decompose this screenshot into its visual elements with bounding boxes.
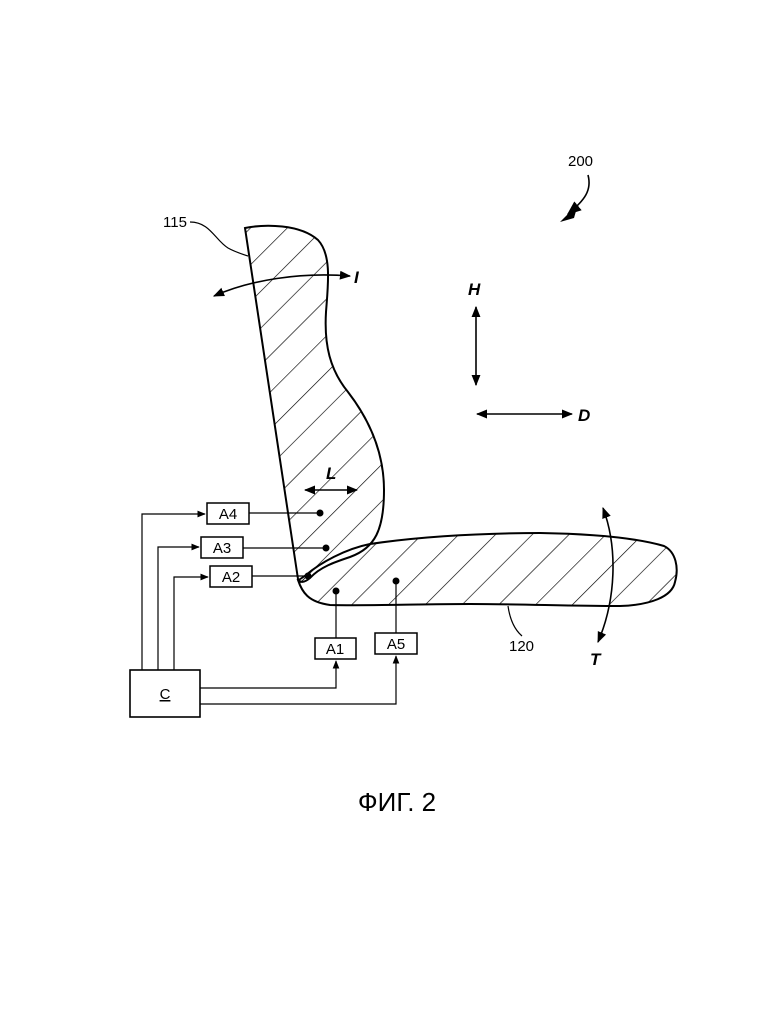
- actuator-a4-label: A4: [219, 506, 237, 523]
- actuator-a3-point: [323, 545, 330, 552]
- actuator-a5-point: [393, 578, 400, 585]
- direction-t-label: T: [590, 650, 602, 669]
- controller-to-a5: [200, 656, 396, 704]
- backrest-leader: [190, 222, 248, 256]
- actuator-a4-point: [317, 510, 324, 517]
- actuator-a2-label: A2: [222, 569, 240, 586]
- actuator-a5-label: A5: [387, 636, 405, 653]
- backrest-ref: 115: [163, 214, 187, 231]
- direction-i-label: I: [354, 268, 360, 287]
- figure-number: 200: [568, 153, 593, 170]
- direction-d-label: D: [578, 406, 590, 425]
- cushion-ref: 120: [509, 638, 534, 655]
- backrest-shape: [245, 226, 384, 582]
- actuator-a2-point: [305, 573, 312, 580]
- controller-to-a2: [174, 577, 208, 670]
- actuator-a3-label: A3: [213, 540, 231, 557]
- actuator-a1-label: A1: [326, 641, 344, 658]
- direction-h-label: H: [468, 280, 481, 299]
- controller-to-a1: [200, 661, 336, 688]
- figure-number-arrow: [568, 175, 589, 214]
- actuator-a1-point: [333, 588, 340, 595]
- cushion-leader: [508, 606, 522, 636]
- figure-caption: ФИГ. 2: [358, 787, 436, 817]
- direction-l-label: L: [326, 464, 336, 483]
- controller-to-a3: [158, 547, 199, 670]
- controller-label: C: [160, 686, 171, 703]
